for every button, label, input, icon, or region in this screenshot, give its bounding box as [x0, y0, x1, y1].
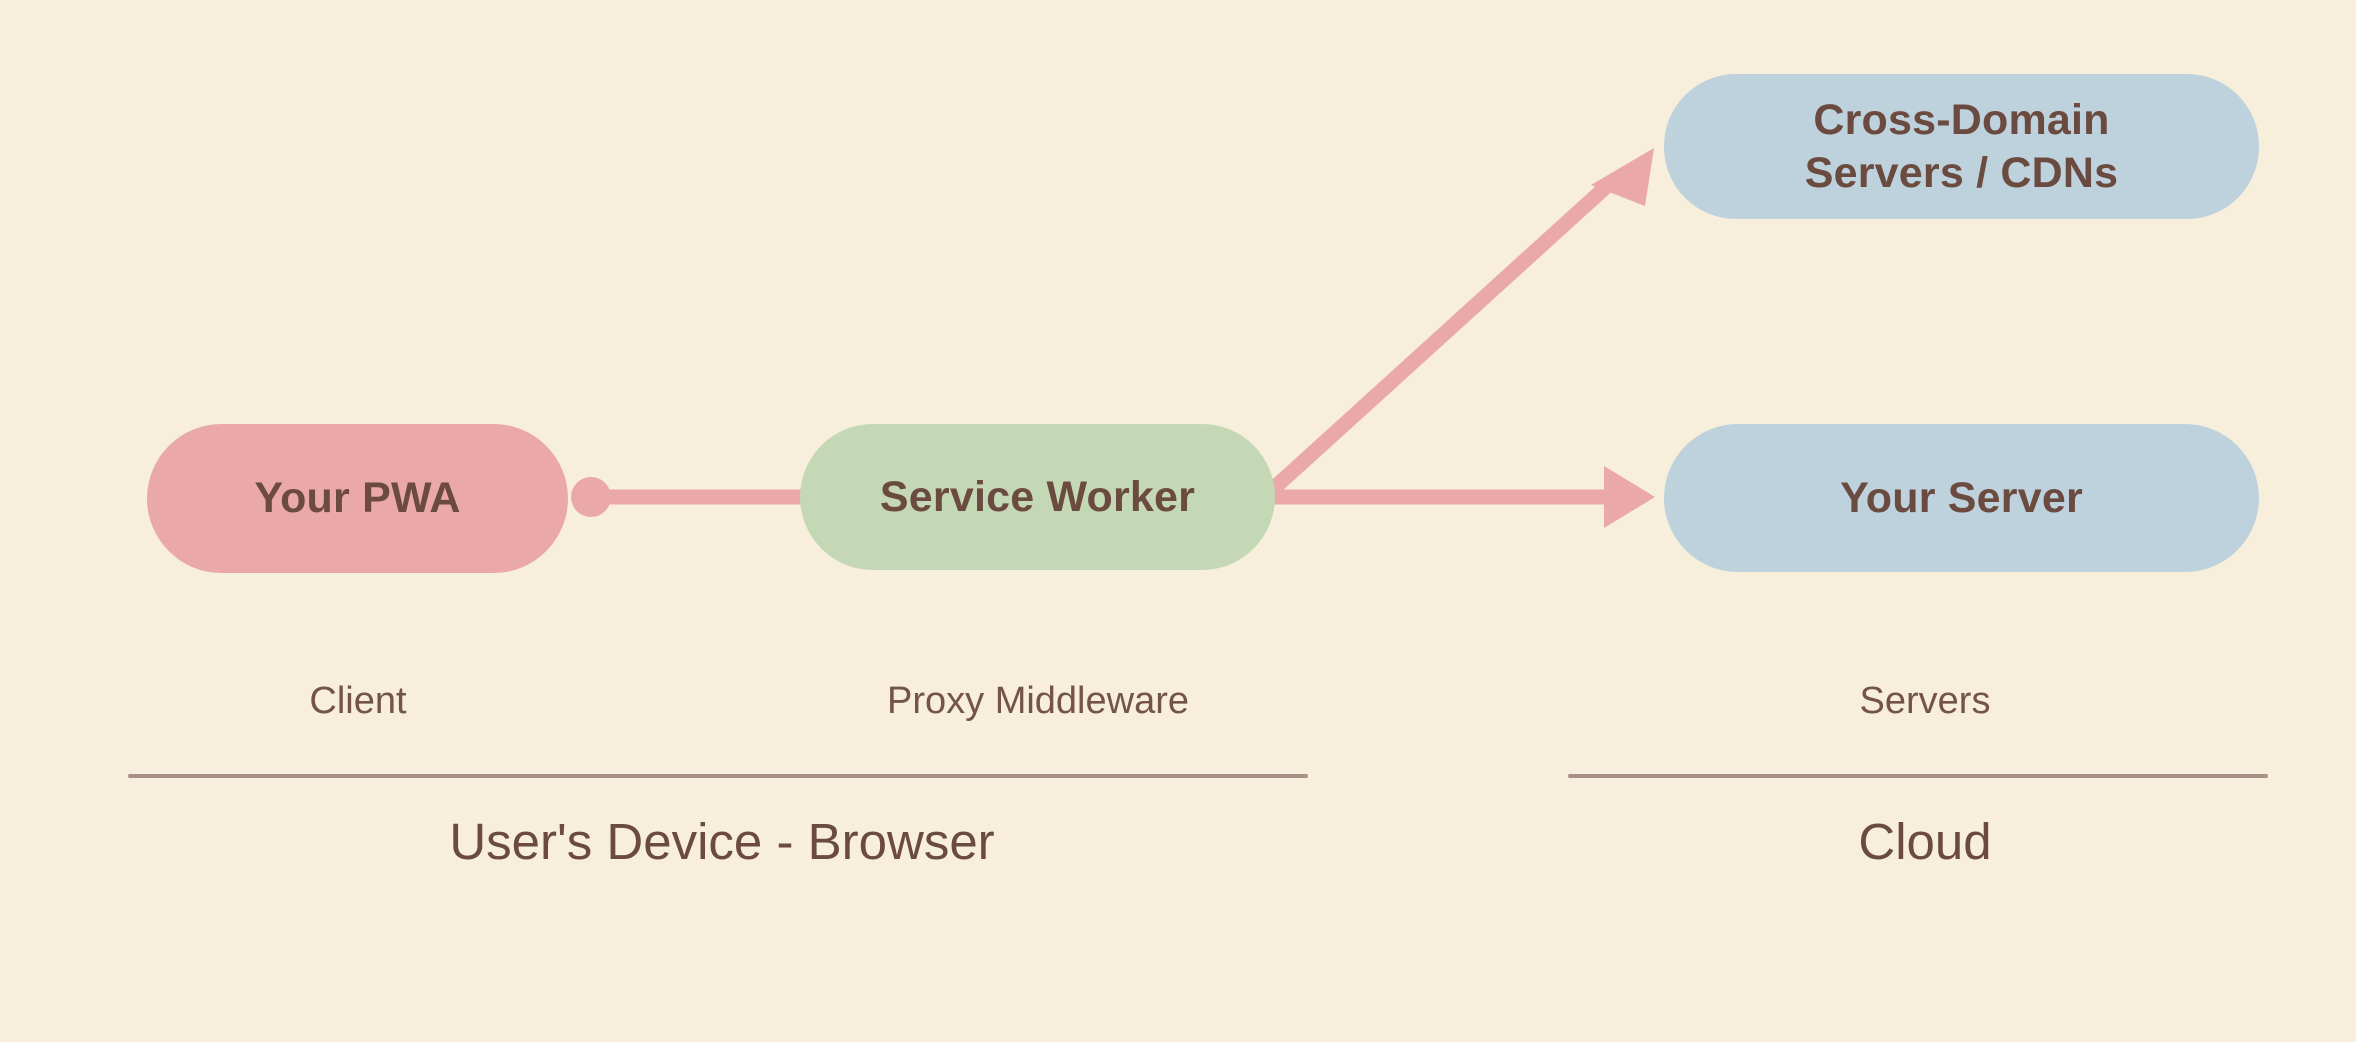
edge-service-worker-to-your-server [1272, 466, 1655, 528]
node-service-worker[interactable]: Service Worker [800, 424, 1275, 570]
group-caption-cloud: Cloud [1858, 813, 1992, 870]
group-caption-user-device-browser: User's Device - Browser [449, 813, 995, 870]
edge-line-service-worker-to-cross-domain [1266, 179, 1614, 496]
zone-caption-proxy-middleware: Proxy Middleware [887, 680, 1189, 722]
node-label-cross-domain-line-1: Cross-Domain [1813, 96, 2110, 145]
node-label-service-worker: Service Worker [879, 472, 1196, 521]
node-label-your-pwa: Your PWA [254, 474, 461, 523]
divider-user-device [128, 774, 1308, 778]
node-your-server[interactable]: Your Server [1664, 424, 2259, 572]
edge-service-worker-to-cross-domain [1266, 148, 1654, 496]
node-your-pwa[interactable]: Your PWA [147, 424, 568, 573]
zone-caption-servers: Servers [1859, 680, 1991, 722]
zone-caption-client: Client [309, 680, 407, 722]
edge-pwa-to-service-worker [571, 477, 805, 517]
divider-cloud [1568, 774, 2268, 778]
node-label-your-server: Your Server [1840, 473, 2083, 522]
node-label-cross-domain-line-2: Servers / CDNs [1804, 148, 2119, 197]
arrowhead-icon-your-server [1604, 466, 1655, 528]
node-label-cross-domain-wrapper: Cross-Domain Servers / CDNs [1805, 94, 2119, 199]
node-cross-domain-servers-cdns[interactable]: Cross-Domain Servers / CDNs [1664, 74, 2259, 219]
arrowhead-icon-cross-domain [1591, 148, 1654, 206]
edge-start-dot-icon [571, 477, 611, 517]
